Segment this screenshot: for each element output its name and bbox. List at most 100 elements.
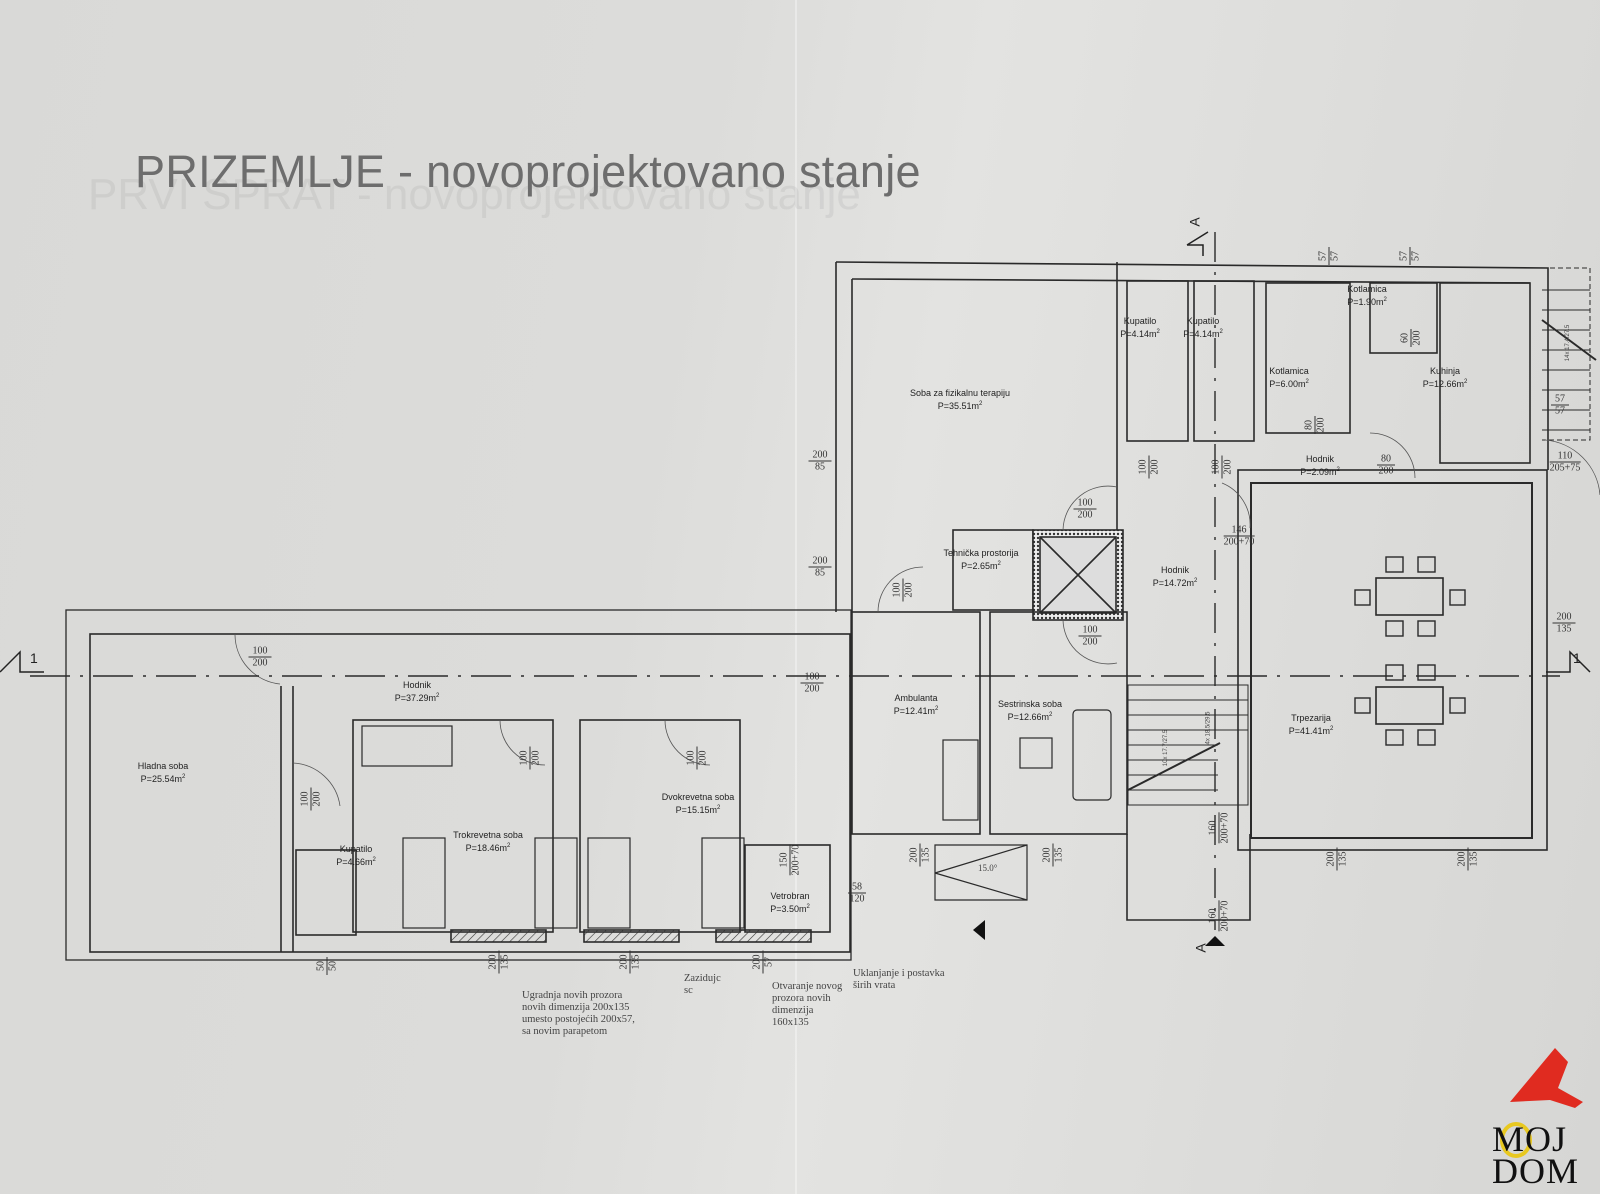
room-name: Soba za fizikalnu terapiju (909, 388, 1011, 398)
room-name: Kupatilo (1123, 316, 1157, 326)
room-name: Kuhinja (1429, 366, 1461, 376)
stair-label-right: 4x 18.5/29.5 (1205, 711, 1212, 745)
stair-label-left: 10x 17.7/27.5 (1163, 729, 1170, 767)
room-area: P=2.65m2 (961, 561, 1001, 571)
section-mark-left: 1 (30, 650, 38, 666)
room-name: Kotlamica (1347, 284, 1387, 294)
room-area: P=12.66m2 (1007, 712, 1053, 722)
room-area: P=1.90m2 (1347, 297, 1387, 307)
room-name: Trokrevetna soba (453, 830, 523, 840)
room-area: P=4.66m2 (336, 857, 376, 867)
room-area: P=35.51m2 (937, 401, 983, 411)
room-name: Dvokrevetna soba (661, 792, 735, 802)
room-name: Kupatilo (1186, 316, 1220, 326)
room-area: P=14.72m2 (1152, 578, 1198, 588)
logo-line2: DOM (1492, 1151, 1580, 1191)
room-area: P=3.50m2 (770, 904, 810, 914)
room-name: Hodnik (1160, 565, 1189, 575)
room-area: P=18.46m2 (465, 843, 511, 853)
room-area: P=6.00m2 (1269, 379, 1309, 389)
section-mark-right: 1 (1573, 650, 1581, 666)
room-area: P=25.54m2 (140, 774, 186, 784)
logo-line1: MOJ (1492, 1119, 1568, 1159)
ghost-title-bleedthrough: PRVI SPRAT - novoprojektovano stanje (88, 170, 861, 219)
room-name: Kotlamica (1269, 366, 1309, 376)
room-area: P=15.15m2 (675, 805, 721, 815)
page-title: PRIZEMLJE - novoprojektovano stanje (135, 146, 921, 197)
moj-dom-logo-roof (1500, 1048, 1583, 1158)
room-name: Trpezarija (1291, 713, 1331, 723)
room-area: P=4.14m2 (1183, 329, 1223, 339)
room-name: Ambulanta (894, 693, 938, 703)
room-area: P=12.41m2 (893, 706, 939, 716)
left-wing-outer (65, 609, 852, 961)
room-name: Hodnik (1305, 454, 1334, 464)
room-name: Hodnik (402, 680, 431, 690)
stair-label-kitchen: 14x 17.4/27.5 (1565, 324, 1572, 362)
room-name: Tehnička prostorija (943, 548, 1019, 558)
room-area: P=2.09m2 (1300, 467, 1340, 477)
entrance-marker (973, 920, 985, 940)
section-mark-bottom: A (1192, 943, 1209, 953)
room-name: Sestrinska soba (997, 699, 1063, 709)
room-name: Vetrobran (770, 891, 810, 901)
ramp-slope-label: 15.0° (978, 863, 998, 873)
room-name: Hladna soba (137, 761, 189, 771)
room-area: P=37.29m2 (394, 693, 440, 703)
paper-fold (795, 0, 797, 1194)
moj-dom-logo: MOJ DOM (1492, 1040, 1592, 1191)
room-area: P=41.41m2 (1288, 726, 1334, 736)
